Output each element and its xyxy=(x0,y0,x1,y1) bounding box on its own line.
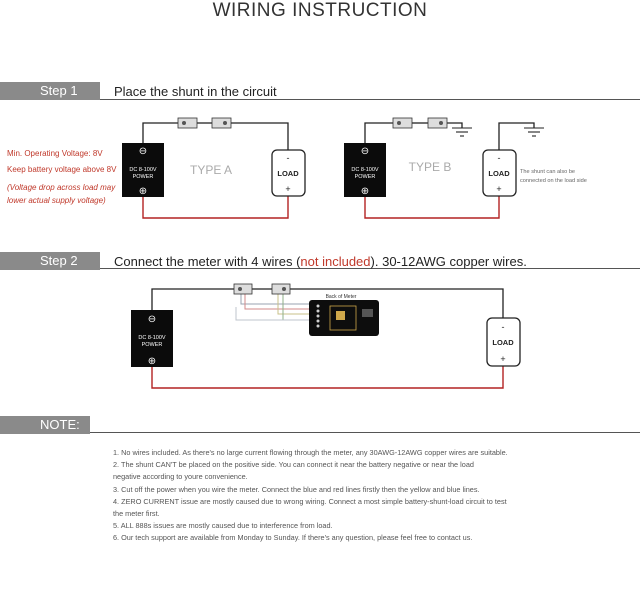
type-a-diagram: ⊖ DC 8-100V POWER ⊕ TYPE A - LOAD + xyxy=(122,117,306,219)
warning-min-voltage: Min. Operating Voltage: 8V xyxy=(7,149,103,158)
warning-supply-voltage: lower actual supply voltage) xyxy=(7,196,106,205)
ground-icon xyxy=(524,127,544,137)
note-line-1: 1. No wires included. As there's no larg… xyxy=(113,448,508,457)
type-b-negative-wire xyxy=(364,122,393,143)
ground-icon xyxy=(452,127,472,137)
note-line-8: 6. Our tech support are available from M… xyxy=(113,533,473,543)
step2-shunt-left-terminal xyxy=(233,283,253,295)
note-divider xyxy=(0,432,640,433)
type-b-load-ground-wire xyxy=(498,122,535,150)
note-line-4: 3. Cut off the power when you wire the m… xyxy=(113,484,480,494)
type-a-source-label: DC 8-100V xyxy=(129,167,157,173)
type-b-ground-wire xyxy=(447,122,463,128)
type-b-shunt-bolt xyxy=(397,121,401,125)
note-list: 1. No wires included. As there's no larg… xyxy=(113,447,623,545)
type-a-shunt-bolt xyxy=(182,121,186,125)
type-a-load-plus: + xyxy=(285,184,290,194)
step2-load-label: LOAD xyxy=(492,338,514,347)
meter-wire-blue-a xyxy=(240,293,315,305)
meter-terminals xyxy=(316,304,320,328)
type-b-source-minus: ⊖ xyxy=(361,146,369,157)
step2-text-end: ). 30-12AWG copper wires. xyxy=(370,254,527,269)
step2-shunt-bolt xyxy=(282,287,286,291)
type-b-source-power: POWER xyxy=(355,174,376,180)
type-b-power-source xyxy=(344,143,386,197)
warning-voltage-drop: (Voltage drop across load may xyxy=(7,183,116,192)
step1-text: Place the shunt in the circuit xyxy=(114,84,277,99)
type-a-load xyxy=(271,149,306,197)
type-b-source-label: DC 8-100V xyxy=(351,167,379,173)
step2-text: Connect the meter with 4 wires (not incl… xyxy=(114,254,527,269)
note-line-7: 5. ALL 888s issues are mostly caused due… xyxy=(113,521,333,531)
step2-shunt-bolt xyxy=(238,287,242,291)
type-b-positive-wire xyxy=(364,196,500,219)
type-a-source-minus: ⊖ xyxy=(139,146,147,157)
type-b-diagram: ⊖ DC 8-100V POWER ⊕ TYPE B - LOAD + The … xyxy=(344,117,587,219)
type-a-positive-wire xyxy=(142,196,289,219)
step2-positive-wire xyxy=(151,366,504,389)
type-b-source-plus: ⊕ xyxy=(361,186,369,197)
meter-wire-red xyxy=(244,293,315,310)
step1-tag: Step 1 xyxy=(0,82,100,100)
type-a-power-source xyxy=(122,143,164,197)
page-title: WIRING INSTRUCTION xyxy=(212,0,428,21)
note-line-2: 2. The shunt CAN'T be placed on the posi… xyxy=(113,460,474,470)
type-b-shunt-left-terminal xyxy=(392,117,413,129)
type-a-label: TYPE A xyxy=(190,163,232,177)
note-line-6: the meter first. xyxy=(113,509,160,519)
note-line-5: 4. ZERO CURRENT issue are mostly caused … xyxy=(113,496,507,506)
note-tag: NOTE: xyxy=(0,416,90,434)
shunt-note-line-2: connected on the load side xyxy=(520,178,587,184)
type-b-shunt-right-terminal xyxy=(427,117,448,129)
step2-power-source xyxy=(131,310,173,367)
type-a-load-negative-wire xyxy=(231,122,289,150)
step2-text-start: Connect the meter with 4 wires ( xyxy=(114,254,301,269)
meter-label: Back of Meter xyxy=(326,294,357,300)
step2-tag: Step 2 xyxy=(0,252,100,270)
step2-load-plus: + xyxy=(500,354,505,364)
meter-wire-extra xyxy=(235,307,315,321)
step2-source-minus: ⊖ xyxy=(148,314,156,325)
step2-source-label: DC 8-100V xyxy=(138,335,166,341)
step2-load-minus: - xyxy=(502,322,505,332)
shunt-note-line-1: The shunt can also be xyxy=(520,169,575,175)
step2-negative-wire xyxy=(151,288,236,310)
type-b-load-label: LOAD xyxy=(488,169,510,178)
meter-wire-yellow xyxy=(277,293,315,315)
type-b-load-plus: + xyxy=(496,184,501,194)
type-b-load-minus: - xyxy=(498,153,501,163)
meter-board xyxy=(329,305,357,331)
step2-source-power: POWER xyxy=(142,342,163,348)
step2-source-plus: ⊕ xyxy=(148,356,156,367)
step2-text-not-included: not included xyxy=(300,254,371,269)
warning-keep-voltage: Keep battery voltage above 8V xyxy=(7,165,117,174)
type-a-source-plus: ⊕ xyxy=(139,186,147,197)
type-a-shunt-right-terminal xyxy=(211,117,232,129)
type-b-label: TYPE B xyxy=(409,160,452,174)
step2-divider xyxy=(0,268,640,269)
step2-diagram: Back of Meter ⊖ DC 8-100V POWER ⊕ - LOAD… xyxy=(131,283,521,389)
type-b-load xyxy=(482,149,517,197)
type-a-shunt-bolt xyxy=(223,121,227,125)
note-line-3: negative according to youre convenience. xyxy=(113,472,248,482)
meter-chip xyxy=(336,311,345,320)
type-a-load-minus: - xyxy=(287,153,290,163)
type-b-shunt-bolt xyxy=(439,121,443,125)
type-a-source-power: POWER xyxy=(133,174,154,180)
meter-connector xyxy=(362,309,373,317)
step2-load xyxy=(486,317,521,367)
step2-shunt-right-terminal xyxy=(271,283,291,295)
type-a-negative-wire xyxy=(142,122,178,143)
step1-divider xyxy=(0,99,640,100)
type-a-shunt-left-terminal xyxy=(177,117,198,129)
type-a-load-label: LOAD xyxy=(277,169,299,178)
step2-load-negative-wire xyxy=(288,288,504,318)
